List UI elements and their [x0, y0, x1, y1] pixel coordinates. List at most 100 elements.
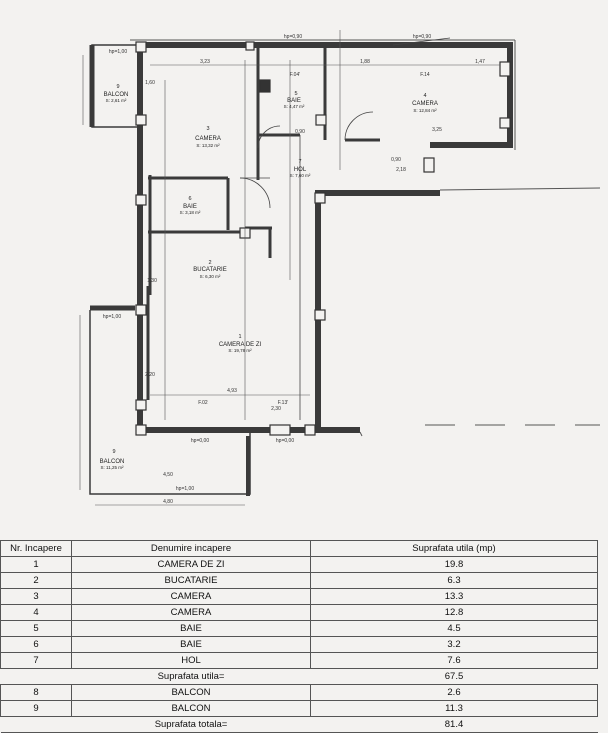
cell-name: BAIE [71, 620, 311, 637]
room-label-5: 5 BAIE S: 4,47 m² [284, 91, 305, 109]
svg-text:S: 19,78 m²: S: 19,78 m² [228, 348, 252, 353]
svg-text:2,20: 2,20 [145, 372, 155, 378]
svg-text:4,93: 4,93 [227, 388, 237, 394]
cell-area: 7.6 [310, 652, 598, 669]
svg-text:S: 7,60 m²: S: 7,60 m² [290, 173, 311, 178]
svg-text:S: 12,84 m²: S: 12,84 m² [413, 108, 437, 113]
table-header-row: Nr. Incapere Denumire incapere Suprafata… [0, 540, 598, 557]
svg-text:5: 5 [294, 91, 297, 97]
svg-text:hp=0,90: hp=0,90 [413, 34, 431, 40]
svg-text:BAIE: BAIE [287, 98, 301, 104]
cell-area: 12.8 [310, 604, 598, 621]
room-label-6: 6 BAIE S: 3,18 m² [180, 196, 201, 215]
svg-text:BUCATARIE: BUCATARIE [193, 267, 226, 273]
cell-nr: 3 [0, 588, 72, 605]
svg-text:F.14: F.14 [420, 72, 430, 78]
subtotal-label: Suprafata utila= [71, 668, 311, 685]
col-header-name: Denumire incapere [71, 540, 311, 557]
interior-walls [146, 45, 380, 400]
room-label-1: 1 CAMERA DE ZI S: 19,78 m² [219, 334, 262, 353]
room-label-9: 9 BALCON S: 11,25 m² [100, 449, 125, 470]
subtotal-value: 67.5 [310, 668, 598, 685]
svg-text:hp=1,00: hp=1,00 [176, 486, 194, 492]
cell-name: BAIE [71, 636, 311, 653]
cell-area: 11.3 [310, 700, 598, 717]
svg-text:F.02: F.02 [198, 400, 208, 406]
room-area-table: Nr. Incapere Denumire incapere Suprafata… [0, 540, 598, 733]
svg-text:BALCON: BALCON [104, 92, 129, 98]
col-header-nr: Nr. Incapere [0, 540, 72, 557]
svg-text:1,47: 1,47 [475, 59, 485, 65]
cell-area: 3.2 [310, 636, 598, 653]
svg-text:3,25: 3,25 [432, 127, 442, 133]
svg-text:3: 3 [206, 126, 209, 132]
cell-area: 19.8 [310, 556, 598, 573]
cell-name: BALCON [71, 700, 311, 717]
svg-text:HOL: HOL [294, 167, 307, 173]
room-label-7: 7 HOL S: 7,60 m² [290, 159, 311, 178]
balcony-8-outline [89, 44, 139, 128]
cell-nr: 2 [0, 572, 72, 589]
outline-lines [130, 39, 601, 437]
cell-nr: 5 [0, 620, 72, 637]
svg-text:4,80: 4,80 [163, 499, 173, 505]
svg-text:hp=0,00: hp=0,00 [276, 438, 294, 444]
svg-text:9: 9 [112, 449, 115, 455]
svg-text:S: 11,25 m²: S: 11,25 m² [101, 465, 124, 470]
svg-text:S: 13,32 m²: S: 13,32 m² [196, 143, 220, 148]
svg-text:2,30: 2,30 [271, 406, 281, 412]
cell-area: 4.5 [310, 620, 598, 637]
svg-text:0,90: 0,90 [391, 157, 401, 163]
svg-text:CAMERA DE ZI: CAMERA DE ZI [219, 342, 262, 348]
svg-text:4,50: 4,50 [163, 472, 173, 478]
cell-name: BUCATARIE [71, 572, 311, 589]
cell-nr: 1 [0, 556, 72, 573]
total-value: 81.4 [310, 716, 598, 733]
room-label-4: 4 CAMERA S: 12,84 m² [412, 93, 438, 113]
svg-text:BAIE: BAIE [183, 204, 197, 210]
svg-text:4: 4 [423, 93, 426, 99]
svg-text:1: 1 [238, 334, 241, 340]
balcony-9-outline [89, 305, 251, 496]
svg-text:CAMERA: CAMERA [412, 101, 438, 107]
svg-text:2,18: 2,18 [396, 167, 406, 173]
cell-nr: 9 [0, 700, 72, 717]
floor-plan: 9 BALCON S: 2,61 m² 3 CAMERA S: 13,32 m²… [79, 30, 601, 506]
svg-text:hp=1,00: hp=1,00 [109, 49, 127, 55]
cell-nr: 8 [0, 684, 72, 701]
svg-text:hp=1,00: hp=1,00 [103, 314, 121, 320]
svg-text:2: 2 [208, 260, 211, 266]
cell-name: CAMERA [71, 588, 311, 605]
col-header-area: Suprafata utila (mp) [310, 540, 598, 557]
cell-nr: 6 [0, 636, 72, 653]
svg-text:0,90: 0,90 [295, 129, 305, 135]
subtotal-row: Suprafata utila=67.5 [0, 668, 598, 685]
svg-text:S: 6,30 m²: S: 6,30 m² [200, 274, 221, 279]
svg-text:1,60: 1,60 [145, 80, 155, 86]
svg-text:hp=0,90: hp=0,90 [284, 34, 302, 40]
room-labels: 9 BALCON S: 2,61 m² 3 CAMERA S: 13,32 m²… [100, 84, 438, 470]
cell-area: 13.3 [310, 588, 598, 605]
cell-nr: 4 [0, 604, 72, 621]
svg-text:F.04': F.04' [290, 72, 300, 78]
svg-text:1,30: 1,30 [147, 278, 157, 284]
cell-name: CAMERA DE ZI [71, 556, 311, 573]
svg-text:9: 9 [116, 84, 119, 90]
cell-area: 6.3 [310, 572, 598, 589]
cell-name: HOL [71, 652, 311, 669]
svg-text:hp=0,00: hp=0,00 [191, 438, 209, 444]
svg-text:S: 4,47 m²: S: 4,47 m² [284, 104, 305, 109]
room-label-2: 2 BUCATARIE S: 6,30 m² [193, 260, 226, 279]
svg-text:F.13': F.13' [278, 400, 288, 406]
cell-area: 2.6 [310, 684, 598, 701]
total-row: Suprafata totala=81.4 [0, 716, 598, 733]
room-label-3: 3 CAMERA S: 13,32 m² [195, 126, 221, 148]
svg-text:6: 6 [188, 196, 191, 202]
